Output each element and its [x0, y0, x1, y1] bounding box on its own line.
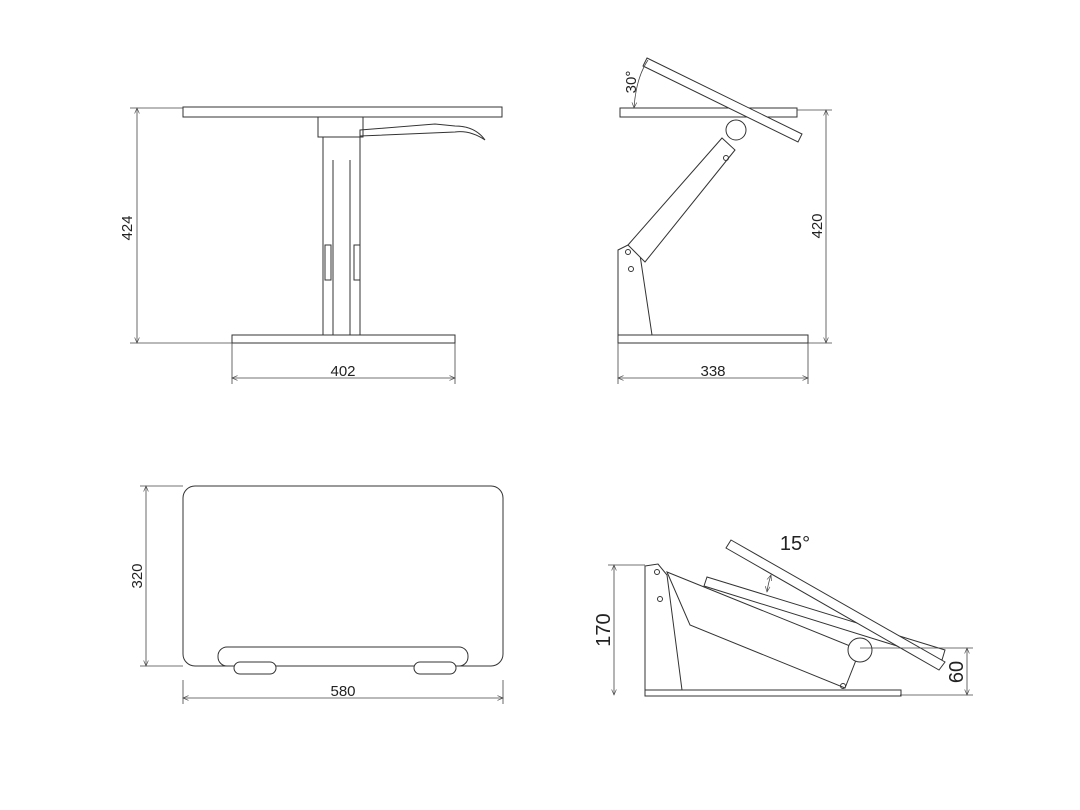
front-ledge: [217, 646, 469, 667]
arm: [666, 571, 861, 689]
foot-right: [413, 661, 457, 675]
base-plate: [231, 334, 456, 344]
hub: [847, 637, 873, 663]
table-top: [619, 107, 798, 118]
folded-tilt-label: 15°: [780, 533, 810, 555]
top-view: 320 580: [129, 486, 503, 704]
table-top: [182, 106, 503, 118]
hub: [725, 119, 747, 141]
base-plate: [644, 689, 902, 697]
tilted-top: [725, 539, 946, 671]
release-lever: [359, 123, 486, 141]
front-view: 424 402: [119, 106, 503, 384]
side-width-label: 338: [700, 363, 725, 380]
folded-height-label: 170: [593, 613, 615, 646]
foot-left: [233, 661, 277, 675]
folded-view: 15° 170 60: [593, 533, 973, 697]
top-depth-label: 320: [129, 563, 146, 588]
front-height-label: 424: [119, 215, 136, 240]
top-width-label: 580: [330, 683, 355, 700]
tilted-top: [642, 57, 803, 143]
base-plate: [617, 334, 809, 344]
top-bracket: [317, 116, 364, 138]
side-view: 30° 420 338: [617, 57, 832, 384]
column: [322, 136, 361, 336]
front-width-label: 402: [330, 363, 355, 380]
base-post: [644, 563, 683, 691]
side-height-label: 420: [809, 213, 826, 238]
table-top-outline: [182, 485, 504, 667]
side-tilt-label: 30°: [623, 71, 640, 94]
arm: [627, 137, 736, 263]
folded-min-height-label: 60: [946, 661, 968, 683]
